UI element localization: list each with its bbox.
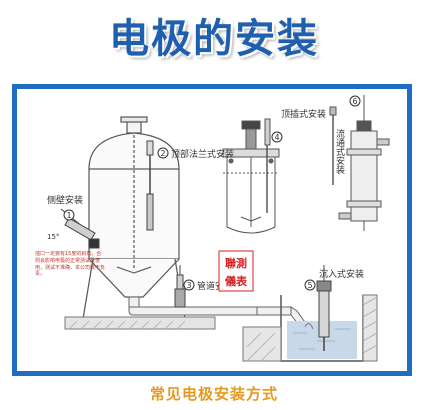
side-wall-probe <box>60 208 100 249</box>
company-stamp: 聯測 儀表 <box>218 250 254 292</box>
label-flow-through: 流通式安装 <box>334 128 345 175</box>
svg-text:5: 5 <box>307 281 312 290</box>
flow-through-cell <box>329 95 390 231</box>
foundation <box>64 316 216 330</box>
marker-2: 2 <box>157 147 169 159</box>
diagram-caption: 常见电极安装方式 <box>149 385 278 403</box>
svg-text:聯測: 聯測 <box>225 256 247 270</box>
diagram-frame: 1 2 3 4 5 6 侧壁安装 顶部法兰式安装 管道安装 15° 顶插式安装 <box>12 84 412 376</box>
top-flange-probe <box>146 140 154 231</box>
angle-warning-note: 插口一定要有15度的斜角，否则会影响电极的正常测试及使用，测试不准确，本公司概不… <box>35 251 105 278</box>
marker-4: 4 <box>271 131 283 143</box>
top-insert-vessel <box>222 118 280 234</box>
svg-text:1: 1 <box>66 211 71 220</box>
immersion-probe <box>316 265 332 351</box>
label-top-flange: 顶部法兰式安装 <box>171 148 234 160</box>
marker-5: 5 <box>304 279 316 291</box>
label-immersion: 沉入式安装 <box>319 268 364 280</box>
svg-text:2: 2 <box>160 149 165 158</box>
svg-text:流通式安装: 流通式安装 <box>334 128 345 175</box>
svg-text:儀表: 儀表 <box>224 274 248 288</box>
pipeline-probe <box>174 265 186 308</box>
open-tank <box>242 294 378 362</box>
label-top-insert: 顶插式安装 <box>281 108 326 120</box>
label-angle: 15° <box>47 233 59 241</box>
svg-text:4: 4 <box>274 133 279 142</box>
reactor-vessel <box>82 116 186 320</box>
page-title: 电极的安装 <box>109 16 319 62</box>
marker-3: 3 <box>183 279 195 291</box>
label-side-wall: 侧壁安装 <box>47 194 83 206</box>
marker-1: 1 <box>63 209 75 221</box>
installation-diagram: 1 2 3 4 5 6 侧壁安装 顶部法兰式安装 管道安装 15° 顶插式安装 <box>35 95 390 362</box>
marker-6: 6 <box>349 95 361 107</box>
svg-text:3: 3 <box>186 281 191 290</box>
svg-text:6: 6 <box>352 97 357 106</box>
